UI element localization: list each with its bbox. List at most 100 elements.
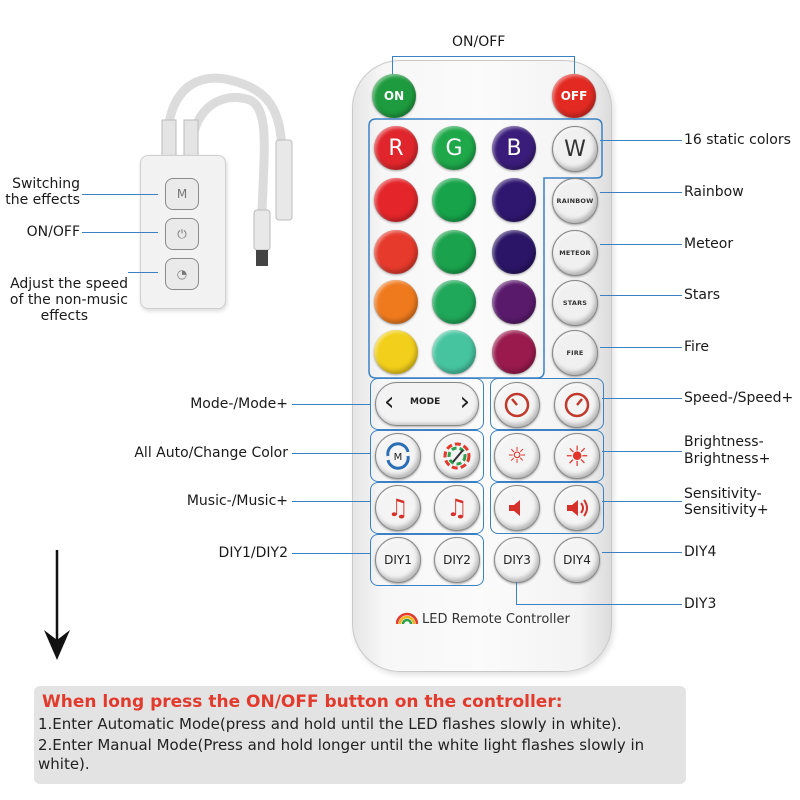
chevron-right-icon: › — [459, 387, 470, 417]
diy1-button[interactable]: DIY1 — [375, 537, 421, 583]
sensitivity-down-button[interactable] — [494, 485, 540, 531]
note-line-2: 2.Enter Manual Mode(Press and hold longe… — [38, 736, 645, 754]
auto-mode-button[interactable]: M — [375, 433, 421, 479]
fire-button[interactable]: FIRE — [552, 330, 598, 376]
svg-text:M: M — [394, 452, 403, 463]
label-diy12: DIY1/DIY2 — [218, 545, 288, 561]
on-button[interactable]: ON — [372, 74, 416, 118]
label-brightness-up: Brightness+ — [684, 451, 771, 467]
music-up-button[interactable]: ♫ — [434, 485, 480, 531]
label-mode: Mode-/Mode+ — [190, 396, 288, 412]
label-switching: Switching — [12, 176, 80, 192]
note-title: When long press the ON/OFF button on the… — [42, 692, 563, 712]
white-label: W — [564, 136, 586, 162]
label-stars: Stars — [684, 287, 721, 303]
label-the-effects: the effects — [5, 192, 80, 208]
rainbow-button[interactable]: RAINBOW — [552, 178, 598, 224]
white-button[interactable]: W — [552, 126, 598, 172]
label-adjust-speed: Adjust the speed — [10, 276, 128, 292]
rainbow-label: RAINBOW — [556, 197, 594, 205]
arrow-down-icon — [44, 550, 70, 660]
label-effects: effects — [40, 308, 88, 324]
sensitivity-up-button[interactable] — [554, 485, 600, 531]
label-static-colors: 16 static colors — [684, 132, 791, 148]
diy2-label: DIY2 — [443, 553, 471, 567]
diy4-label: DIY4 — [563, 553, 591, 567]
off-label: OFF — [560, 89, 588, 103]
color-button[interactable] — [374, 178, 418, 222]
brightness-group — [490, 430, 604, 482]
controller-power-button[interactable]: ⏻ — [165, 218, 199, 250]
red-button[interactable]: R — [374, 126, 418, 170]
diy4-button[interactable]: DIY4 — [554, 537, 600, 583]
on-label: ON — [383, 89, 405, 103]
note-line-1: 1.Enter Automatic Mode(press and hold un… — [38, 715, 622, 733]
mode-button[interactable]: ‹ MODE › — [375, 382, 479, 426]
mode-group — [370, 378, 484, 430]
label-rainbow: Rainbow — [684, 184, 744, 200]
color-button[interactable] — [432, 330, 476, 374]
green-button[interactable]: G — [432, 126, 476, 170]
color-button[interactable] — [492, 330, 536, 374]
auto-group — [370, 430, 484, 482]
sun-icon: ☼ — [507, 443, 527, 469]
diy2-button[interactable]: DIY2 — [434, 537, 480, 583]
color-button[interactable] — [374, 330, 418, 374]
controller-speed-button[interactable]: ◔ — [165, 258, 199, 290]
color-button[interactable] — [492, 230, 536, 274]
label-meteor: Meteor — [684, 236, 734, 252]
color-button[interactable] — [492, 178, 536, 222]
speedometer-icon — [504, 392, 530, 418]
fire-label: FIRE — [566, 349, 584, 357]
music-note-icon: ♫ — [387, 494, 409, 522]
sensitivity-group — [490, 482, 604, 534]
label-auto: All Auto/Change Color — [134, 445, 288, 461]
speedometer-icon — [564, 392, 590, 418]
change-color-button[interactable] — [434, 433, 480, 479]
label-sensitivity-up: Sensitivity+ — [684, 502, 769, 518]
music-group — [370, 482, 484, 534]
blue-button[interactable]: B — [492, 126, 536, 170]
speaker-low-icon — [509, 500, 520, 516]
diy1-label: DIY1 — [384, 553, 412, 567]
diy12-group — [370, 534, 484, 586]
color-button[interactable] — [432, 178, 476, 222]
label-music: Music-/Music+ — [186, 493, 288, 509]
label-speed: Speed-/Speed+ — [684, 390, 794, 406]
stars-button[interactable]: STARS — [552, 280, 598, 326]
speed-down-button[interactable] — [494, 382, 540, 428]
color-group-frame — [368, 118, 603, 379]
label-diy3: DIY3 — [684, 596, 717, 612]
mode-label: MODE — [410, 397, 441, 407]
music-note-icon: ♫ — [446, 494, 468, 522]
instruction-note: When long press the ON/OFF button on the… — [34, 686, 686, 784]
diy3-label: DIY3 — [503, 553, 531, 567]
color-button[interactable] — [374, 230, 418, 274]
color-button[interactable] — [432, 280, 476, 324]
green-label: G — [445, 135, 463, 161]
rainbow-logo-icon — [396, 612, 418, 624]
brightness-up-button[interactable]: ☀ — [554, 433, 600, 479]
blue-label: B — [506, 135, 522, 161]
speed-up-button[interactable] — [554, 382, 600, 428]
label-sensitivity-down: Sensitivity- — [684, 486, 762, 502]
label-fire: Fire — [684, 339, 709, 355]
chevron-left-icon: ‹ — [384, 387, 395, 417]
color-button[interactable] — [432, 230, 476, 274]
off-button[interactable]: OFF — [552, 74, 596, 118]
controller-mode-button[interactable]: M — [165, 178, 199, 210]
color-button[interactable] — [492, 280, 536, 324]
color-picker-icon — [443, 442, 471, 470]
brightness-down-button[interactable]: ☼ — [494, 433, 540, 479]
sun-icon: ☀ — [564, 439, 590, 473]
color-button[interactable] — [374, 280, 418, 324]
refresh-icon: M — [386, 442, 410, 470]
stars-label: STARS — [562, 299, 588, 307]
music-down-button[interactable]: ♫ — [375, 485, 421, 531]
meteor-label: METEOR — [559, 249, 591, 257]
meteor-button[interactable]: METEOR — [552, 230, 598, 276]
speaker-high-icon — [567, 499, 588, 517]
speed-group — [490, 378, 604, 430]
diy3-button[interactable]: DIY3 — [494, 537, 540, 583]
label-onoff-top: ON/OFF — [452, 34, 506, 50]
